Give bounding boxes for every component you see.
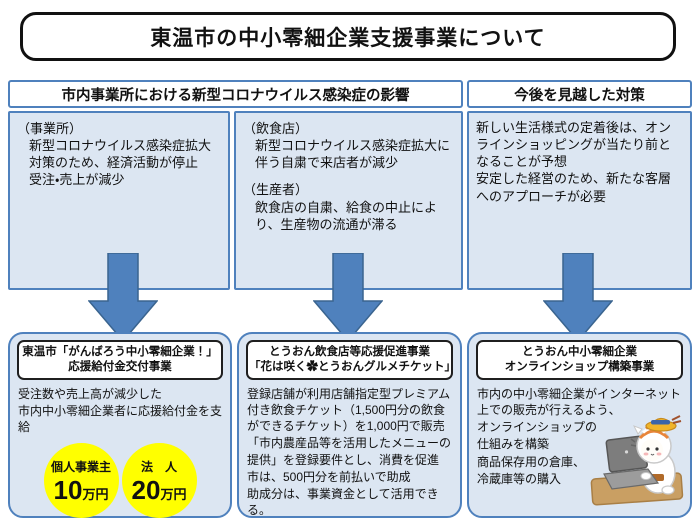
section-line: 新しい生活様式の定着後は、オンラインショッピングが当たり前となることが予想 xyxy=(476,120,672,170)
program-title-line2: 「花は咲く✿とうおんグルメチケット」 xyxy=(249,360,456,373)
program-body: 登録店舗が利用店舗指定型プレミアム付き飲食チケット（1,500円分の飲食ができる… xyxy=(239,384,460,519)
program-box-gourmet-ticket: とうおん飲食店等応援促進事業 「花は咲く✿とうおんグルメチケット」 登録店舗が利… xyxy=(237,332,462,518)
section-line: 新型コロナウイルス感染症拡大対策のため、経済活動が停止 xyxy=(29,138,212,171)
program-body-line: 市は、500円分を前払いで助成 xyxy=(247,469,411,484)
grant-badge-individual: 個人事業主 10万円 xyxy=(43,443,119,519)
program-box-grant: 東温市「がんばろう中小零細企業！」 応援給付金交付事業 受注数や売上高が減少した… xyxy=(8,332,232,519)
program-body-line: 仕組みを構築 xyxy=(477,437,550,452)
section-label: （生産者） xyxy=(243,182,309,198)
badge-amount-unit: 万円 xyxy=(160,486,187,502)
down-arrow-icon xyxy=(543,253,613,343)
badge-label: 法 人 xyxy=(140,460,177,475)
down-arrow-icon xyxy=(313,253,383,343)
page-title: 東温市の中小零細企業支援事業について xyxy=(150,26,546,50)
program-body: 市内の中小零細企業がインターネット上での販売が行えるよう、 オンラインショップの… xyxy=(469,384,690,487)
program-title-line1: とうおん中小零細企業 xyxy=(522,346,637,358)
program-title-chip: 東温市「がんばろう中小零細企業！」 応援給付金交付事業 xyxy=(17,340,223,380)
program-title-line1: 東温市「がんばろう中小零細企業！」 xyxy=(22,346,218,358)
program-title-line1: とうおん飲食店等応援促進事業 xyxy=(269,346,430,358)
badge-amount-number: 10 xyxy=(53,474,83,505)
section-line: 安定した経営のため、新たな客層へのアプローチが必要 xyxy=(476,171,672,204)
program-title-chip: とうおん中小零細企業 オンラインショップ構築事業 xyxy=(476,340,683,380)
section-label: （事業所） xyxy=(17,121,83,136)
header-covid-impact: 市内事業所における新型コロナウイルス感染症の影響 xyxy=(8,80,463,108)
program-body-line: 冷蔵庫等の購入 xyxy=(477,471,562,486)
grant-badge-corporation: 法 人 20万円 xyxy=(121,443,197,519)
down-arrow-icon xyxy=(88,253,158,343)
header-future-measures: 今後を見越した対策 xyxy=(467,80,692,108)
section-line: 受注・売上が減少 xyxy=(29,172,125,188)
program-body-line: 受注数や売上高が減少した xyxy=(18,386,163,401)
header-covid-impact-label: 市内事業所における新型コロナウイルス感染症の影響 xyxy=(61,87,410,104)
grant-badges: 個人事業主 10万円 法 人 20万円 xyxy=(18,443,222,519)
program-body-line: 「市内農産品等を活用したメニューの提供」を登録要件とし、消費を促進 xyxy=(247,436,452,467)
header-future-measures-label: 今後を見越した対策 xyxy=(514,87,645,104)
program-body-line: 商品保存用の倉庫、 xyxy=(477,454,586,469)
program-title-line2: 応援給付金交付事業 xyxy=(68,360,172,373)
program-body-line: 登録店舗が利用店舗指定型プレミアム付き飲食チケット（1,500円分の飲食ができる… xyxy=(247,386,451,434)
program-title-line2: オンラインショップ構築事業 xyxy=(504,360,655,373)
page-title-box: 東温市の中小零細企業支援事業について xyxy=(20,12,676,61)
program-title-chip: とうおん飲食店等応援促進事業 「花は咲く✿とうおんグルメチケット」 xyxy=(246,340,456,380)
program-body-line: オンラインショップの xyxy=(477,420,598,435)
badge-label: 個人事業主 xyxy=(50,460,111,475)
mascot-with-laptop-illustration xyxy=(590,415,684,506)
section-label: （飲食店） xyxy=(243,121,309,136)
program-body-line: 市内の中小零細企業がインターネット上での販売が行えるよう、 xyxy=(477,386,682,418)
section-line: 飲食店の自粛、給食の中止により、生産物の流通が滞る xyxy=(255,199,438,232)
program-body-line: 助成分は、事業資金として活用できる。 xyxy=(247,487,439,518)
program-body-line: 市内中小零細企業者に応援給付金を支給 xyxy=(18,404,223,435)
program-body: 受注数や売上高が減少した 市内中小零細企業者に応援給付金を支給 個人事業主 10… xyxy=(10,384,230,519)
badge-amount-unit: 万円 xyxy=(82,486,109,502)
badge-amount-number: 20 xyxy=(131,474,161,505)
section-line: 新型コロナウイルス感染症拡大に伴う自粛で来店者が減少 xyxy=(255,138,451,171)
program-box-online-shop: とうおん中小零細企業 オンラインショップ構築事業 市内の中小零細企業がインターネ… xyxy=(467,332,692,518)
badge-amount: 10万円 xyxy=(54,477,109,503)
badge-amount: 20万円 xyxy=(132,477,187,503)
